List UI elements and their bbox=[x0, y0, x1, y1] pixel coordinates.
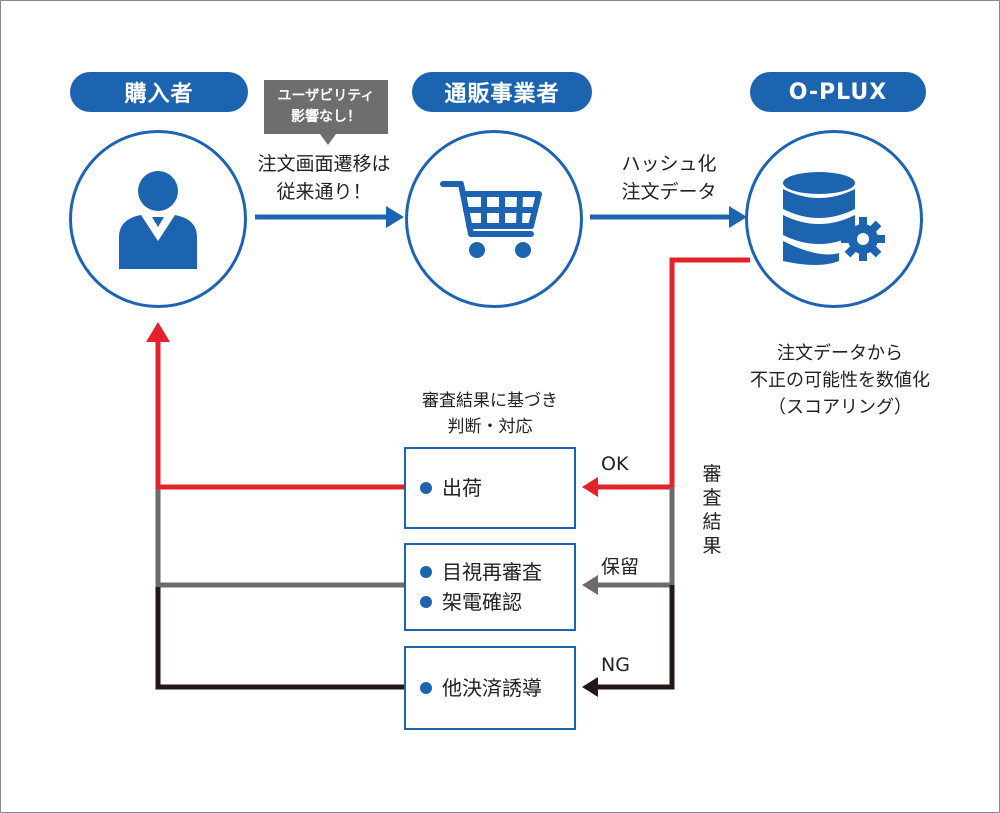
merchant-to-oplux-line1: ハッシュ化 bbox=[621, 153, 717, 175]
judgement-line2: 判断・対応 bbox=[447, 417, 533, 437]
list-item: 目視再審査 bbox=[420, 557, 574, 587]
ok-arrowhead bbox=[582, 477, 598, 497]
buyer-to-merchant-line2: 従来通り！ bbox=[276, 181, 372, 203]
usability-callout: ユーザビリティ 影響なし！ bbox=[264, 80, 388, 145]
user-icon bbox=[119, 171, 197, 269]
merchant-label: 通販事業者 bbox=[412, 72, 592, 112]
ng-path bbox=[590, 585, 675, 690]
scoring-description: 注文データから 不正の可能性を数値化 （スコアリング） bbox=[730, 340, 950, 421]
scoring-line3: （スコアリング） bbox=[768, 397, 912, 418]
action-box-ok: 出荷 bbox=[404, 447, 576, 529]
ok-return-path bbox=[155, 340, 404, 490]
usability-callout-line1: ユーザビリティ bbox=[277, 88, 375, 104]
list-item: 架電確認 bbox=[420, 587, 574, 617]
ng-arrowhead bbox=[582, 677, 598, 697]
ok-path bbox=[586, 257, 750, 490]
bullet-icon bbox=[420, 482, 432, 494]
oplux-node bbox=[745, 130, 923, 308]
merchant-to-oplux-line2: 注文データ bbox=[621, 181, 717, 203]
buyer-to-merchant-label: 注文画面遷移は 従来通り！ bbox=[248, 150, 400, 206]
bullet-icon bbox=[420, 682, 432, 694]
hold-label: 保留 bbox=[601, 556, 640, 578]
scoring-line1: 注文データから bbox=[777, 343, 903, 364]
action-visual-review: 目視再審査 bbox=[442, 560, 542, 584]
list-item: 他決済誘導 bbox=[420, 673, 574, 703]
ok-label: OK bbox=[601, 453, 629, 475]
action-ship: 出荷 bbox=[442, 476, 482, 500]
bullet-icon bbox=[420, 596, 432, 608]
bullet-icon bbox=[420, 566, 432, 578]
merchant-to-oplux-label: ハッシュ化 注文データ bbox=[594, 150, 744, 206]
hold-arrowhead bbox=[582, 575, 598, 595]
hold-return-path bbox=[155, 489, 404, 588]
buyer-label: 購入者 bbox=[70, 72, 248, 112]
ng-return-path bbox=[155, 587, 404, 690]
scoring-line2: 不正の可能性を数値化 bbox=[750, 370, 930, 391]
usability-callout-line2: 影響なし！ bbox=[291, 109, 361, 125]
shopping-cart-icon bbox=[440, 181, 542, 258]
action-phone-check: 架電確認 bbox=[442, 590, 522, 614]
review-result-label: 審 査 結 果 bbox=[702, 463, 722, 557]
judgement-line1: 審査結果に基づき bbox=[422, 391, 558, 411]
action-other-payment: 他決済誘導 bbox=[442, 676, 542, 700]
action-box-ng: 他決済誘導 bbox=[404, 646, 576, 730]
list-item: 出荷 bbox=[420, 473, 574, 503]
judgement-caption: 審査結果に基づき 判断・対応 bbox=[400, 388, 580, 440]
buyer-node bbox=[69, 130, 247, 308]
database-gear-icon bbox=[783, 172, 885, 265]
merchant-node bbox=[405, 130, 583, 308]
oplux-label: O-PLUX bbox=[750, 72, 926, 112]
buyer-to-merchant-line1: 注文画面遷移は bbox=[257, 153, 391, 175]
buyer-arrowhead bbox=[146, 322, 170, 342]
action-box-hold: 目視再審査 架電確認 bbox=[404, 543, 576, 631]
ng-label: NG bbox=[601, 654, 630, 676]
